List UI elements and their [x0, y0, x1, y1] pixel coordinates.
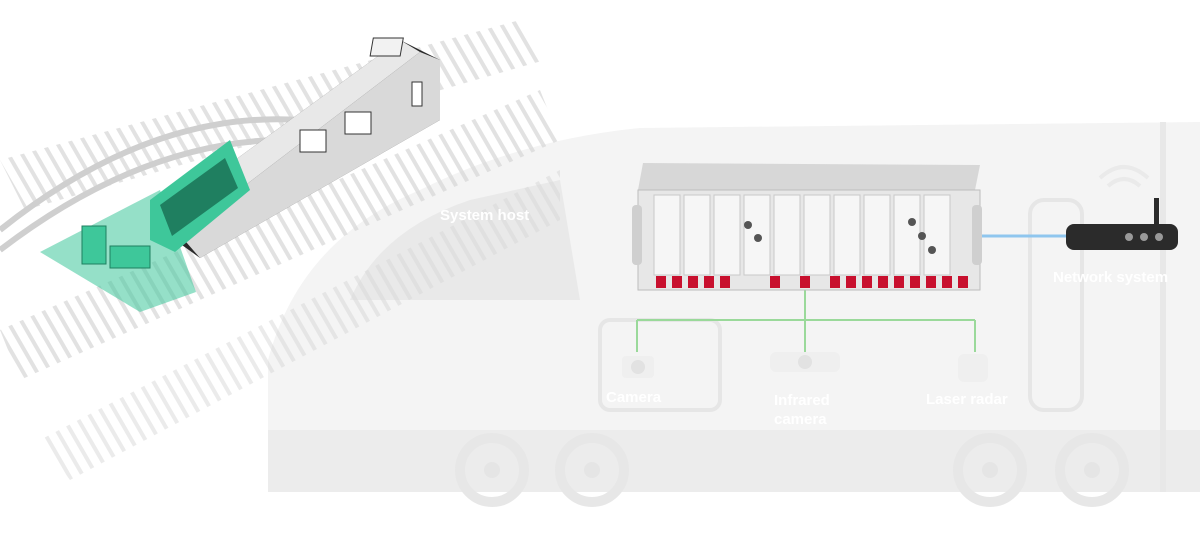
laser-radar-label: Laser radar: [926, 391, 1008, 408]
train-illustration: [40, 37, 440, 312]
router-icon: [1066, 198, 1178, 250]
wifi-icon: [1098, 165, 1150, 188]
laser-radar-icon: [958, 354, 988, 382]
camera-icon: [622, 356, 654, 378]
network-system-label: Network system: [1053, 269, 1169, 286]
infrared-camera-icon: [770, 352, 840, 372]
camera-label: Camera: [606, 389, 662, 406]
system-host-label: System host: [440, 207, 530, 224]
system-host-chassis: [632, 163, 982, 291]
infrared-camera-label: Infrared camera: [774, 391, 830, 429]
infrared-camera-label-line1: Infrared: [774, 392, 830, 409]
infrared-camera-label-line2: camera: [774, 411, 827, 428]
